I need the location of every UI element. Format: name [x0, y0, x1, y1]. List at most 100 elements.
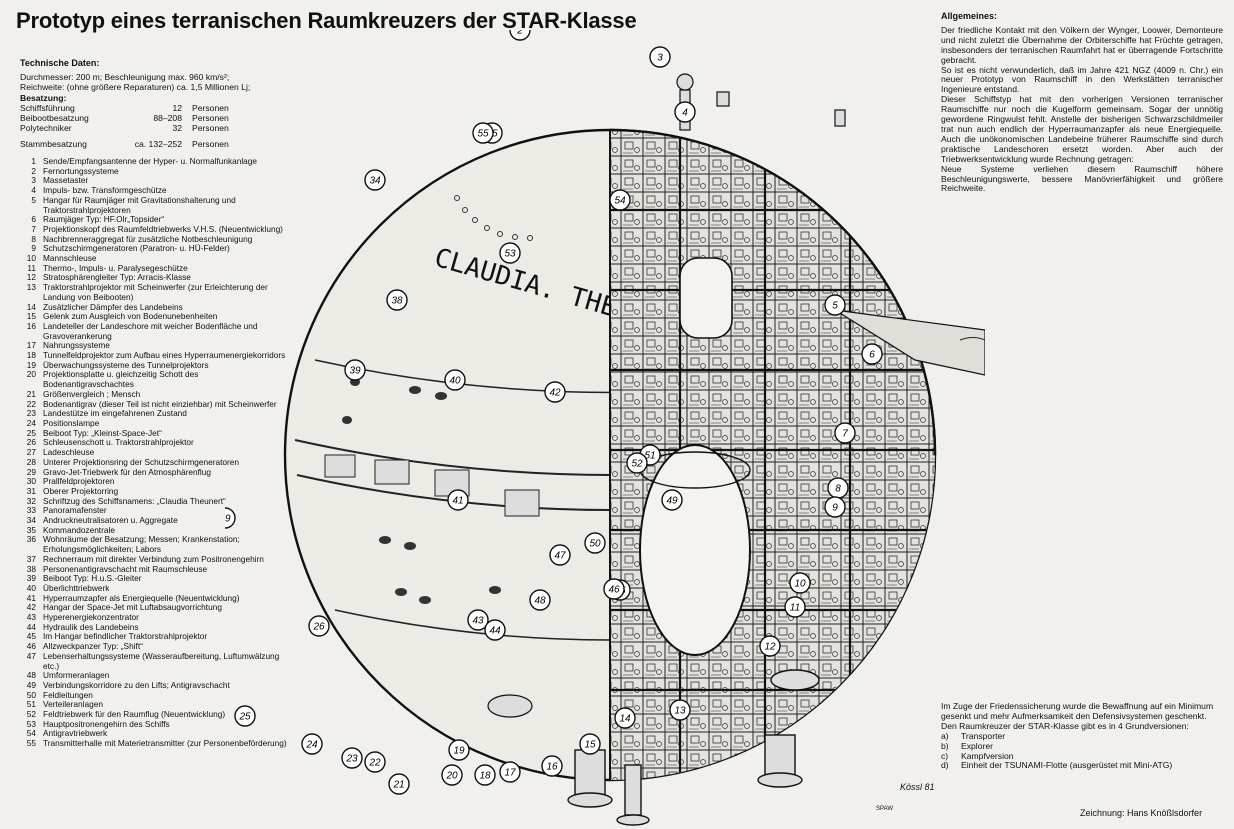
cutaway-interior	[610, 130, 935, 780]
legend-text: Schutzschirmgeneratoren (Paratron- u. HÜ…	[43, 243, 230, 254]
legend-number: 51	[26, 699, 36, 710]
general-heading: Allgemeines:	[941, 11, 998, 21]
legend-number: 28	[26, 456, 36, 467]
variant-item: b)Explorer	[941, 740, 993, 751]
general-paragraph: Dieser Schiffstyp hat mit den vorherigen…	[941, 94, 1223, 164]
callout-6: 6	[861, 343, 883, 365]
legend-text: Beiboot Typ: H.u.S.-Gleiter	[43, 573, 142, 584]
legend-text: Verteileranlagen	[43, 699, 103, 710]
callout-53: 53	[499, 242, 521, 264]
legend-item: 55 Transmitterhalle mit Materietransmitte…	[20, 738, 290, 749]
legend-number: 12	[26, 272, 36, 283]
variant-item: a)Transporter	[941, 730, 1006, 741]
legend-text: Tunnelfeldprojektor zum Aufbau eines Hyp…	[43, 350, 286, 361]
tech-line-2: Reichweite: (ohne größere Reparaturen) c…	[20, 82, 251, 93]
general-section: Allgemeines: Der friedliche Kontakt mit …	[941, 11, 1223, 194]
crew-row: Polytechniker 32 Personen	[20, 123, 270, 133]
callout-label: 7	[842, 429, 848, 440]
callout-5: 5	[824, 294, 846, 316]
legend-text: Impuls- bzw. Transformgeschütze	[43, 185, 167, 196]
legend-number: 24	[26, 417, 36, 428]
callout-label: 34	[369, 176, 381, 187]
legend-text: Positionslampe	[43, 417, 100, 428]
legend-number: 10	[26, 253, 36, 264]
legend-number: 3	[31, 175, 36, 186]
legend-text: Fernortungssysteme	[43, 165, 119, 176]
legend-number: 34	[26, 515, 36, 526]
legend-number: 4	[31, 185, 36, 196]
crew-heading: Besatzung:	[20, 92, 67, 103]
crew-table: Schiffsführung 12 Personen Beibootbesatz…	[20, 103, 270, 150]
legend-text: Transmitterhalle mit Materietransmitter …	[43, 738, 287, 749]
callout-26: 26	[308, 615, 330, 637]
legend-number: 47	[26, 650, 36, 661]
callout-label: 46	[608, 585, 620, 596]
crew-role: Beibootbesatzung	[20, 113, 89, 124]
legend-text: Überwachungssysteme des Tunnelprojektors	[43, 359, 209, 370]
callout-18: 18	[474, 764, 496, 786]
general-paragraph: So ist es nicht verwunderlich, daß im Ja…	[941, 64, 1223, 95]
legend-number: 25	[26, 427, 36, 438]
legend-text: Schleusenschott u. Traktorstrahlprojekto…	[43, 437, 194, 448]
callout-label: 23	[345, 754, 358, 765]
legend-text: Oberer Projektorring	[43, 485, 119, 496]
variant-item: c)Kampfversion	[941, 750, 1014, 761]
callout-8: 8	[827, 477, 849, 499]
callout-11: 11	[784, 596, 806, 618]
callout-42: 42	[544, 381, 566, 403]
crew-count: 32	[172, 123, 182, 134]
callout-14: 14	[614, 707, 636, 729]
callout-label: 52	[631, 459, 643, 470]
legend-number: 11	[27, 262, 36, 273]
callout-label: 55	[477, 129, 489, 140]
legend-text: Kommandozentrale	[43, 524, 115, 535]
legend-item: 51 Verteileranlagen	[20, 700, 290, 710]
legend-number: 26	[26, 437, 36, 448]
callout-48: 48	[529, 589, 551, 611]
legend-number: 15	[26, 311, 36, 322]
legend-text: Zusätzlicher Dämpfer des Landebeins	[43, 301, 183, 312]
legend-number: 37	[26, 553, 36, 564]
callout-label: 49	[666, 496, 678, 507]
legend-number: 22	[26, 398, 36, 409]
callout-label: 21	[392, 780, 404, 791]
legend-text: Schriftzug des Schiffsnamens: „Claudia T…	[43, 495, 226, 506]
legend-number: 13	[26, 282, 36, 293]
legend-number: 21	[26, 388, 36, 399]
legend-number: 55	[26, 738, 36, 749]
legend-text: Thermo-, Impuls- u. Paralysegeschütze	[43, 262, 188, 273]
legend-number: 43	[26, 612, 36, 623]
crew-unit: Personen	[192, 113, 229, 124]
legend-number: 29	[26, 466, 36, 477]
legend-number: 6	[31, 214, 36, 225]
legend-number: 17	[26, 340, 36, 351]
callout-label: 13	[674, 706, 686, 717]
callout-label: 42	[549, 388, 561, 399]
legend-text: Traktorstrahlprojektor mit Scheinwerfer …	[43, 282, 268, 302]
legend-text: Gravo-Jet-Triebwerk für den Atmosphärenf…	[43, 466, 212, 477]
callout-39: 39	[344, 359, 366, 381]
legend-text: Hangar für Raumjäger mit Gravitationshal…	[43, 194, 236, 215]
legend-text: Überlichttriebwerk	[43, 582, 110, 593]
space-jet	[487, 694, 533, 718]
callout-label: 14	[619, 714, 631, 725]
legend-text: Hyperenergiekonzentrator	[43, 612, 139, 623]
legend-number: 46	[26, 641, 36, 652]
